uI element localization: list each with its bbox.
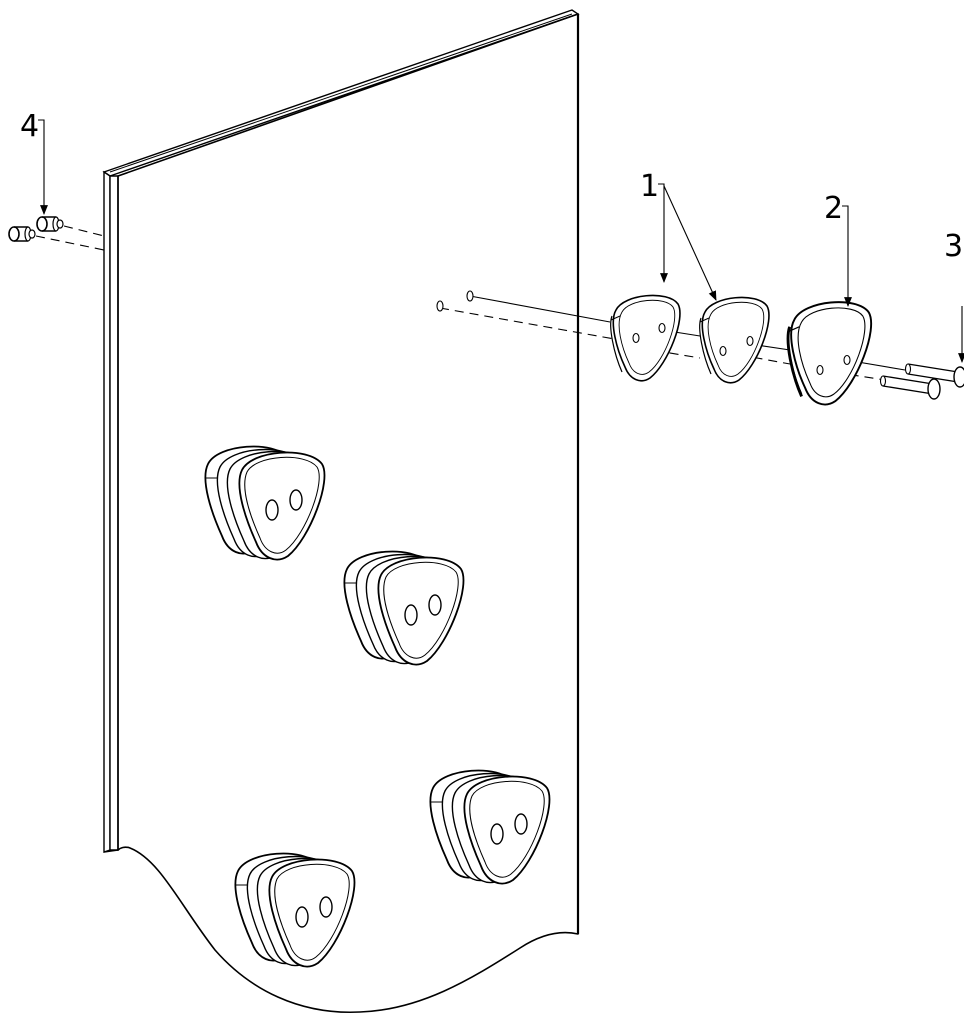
callout-4: 4 [20, 109, 48, 215]
callout-1-label: 1 [640, 169, 659, 204]
callout-4-label: 4 [20, 109, 39, 144]
callout-2: 2 [824, 191, 852, 307]
mounted-clamp-middle [344, 552, 463, 665]
cover-plate-2 [786, 301, 873, 406]
long-bolts-3 [879, 363, 964, 400]
callout-3: 3 [944, 229, 964, 363]
gasket-pad-1a [609, 294, 681, 382]
callout-2-label: 2 [824, 191, 843, 226]
gasket-pad-1b [698, 296, 770, 384]
mounted-clamp-upper-left [205, 447, 324, 560]
glass-panel [102, 9, 580, 1014]
callout-1: 1 [640, 169, 717, 301]
mounted-clamp-lower-right [430, 771, 549, 884]
mounted-clamp-lower-left [235, 854, 354, 967]
callout-3-label: 3 [944, 229, 963, 264]
small-bolts-4 [8, 216, 105, 251]
